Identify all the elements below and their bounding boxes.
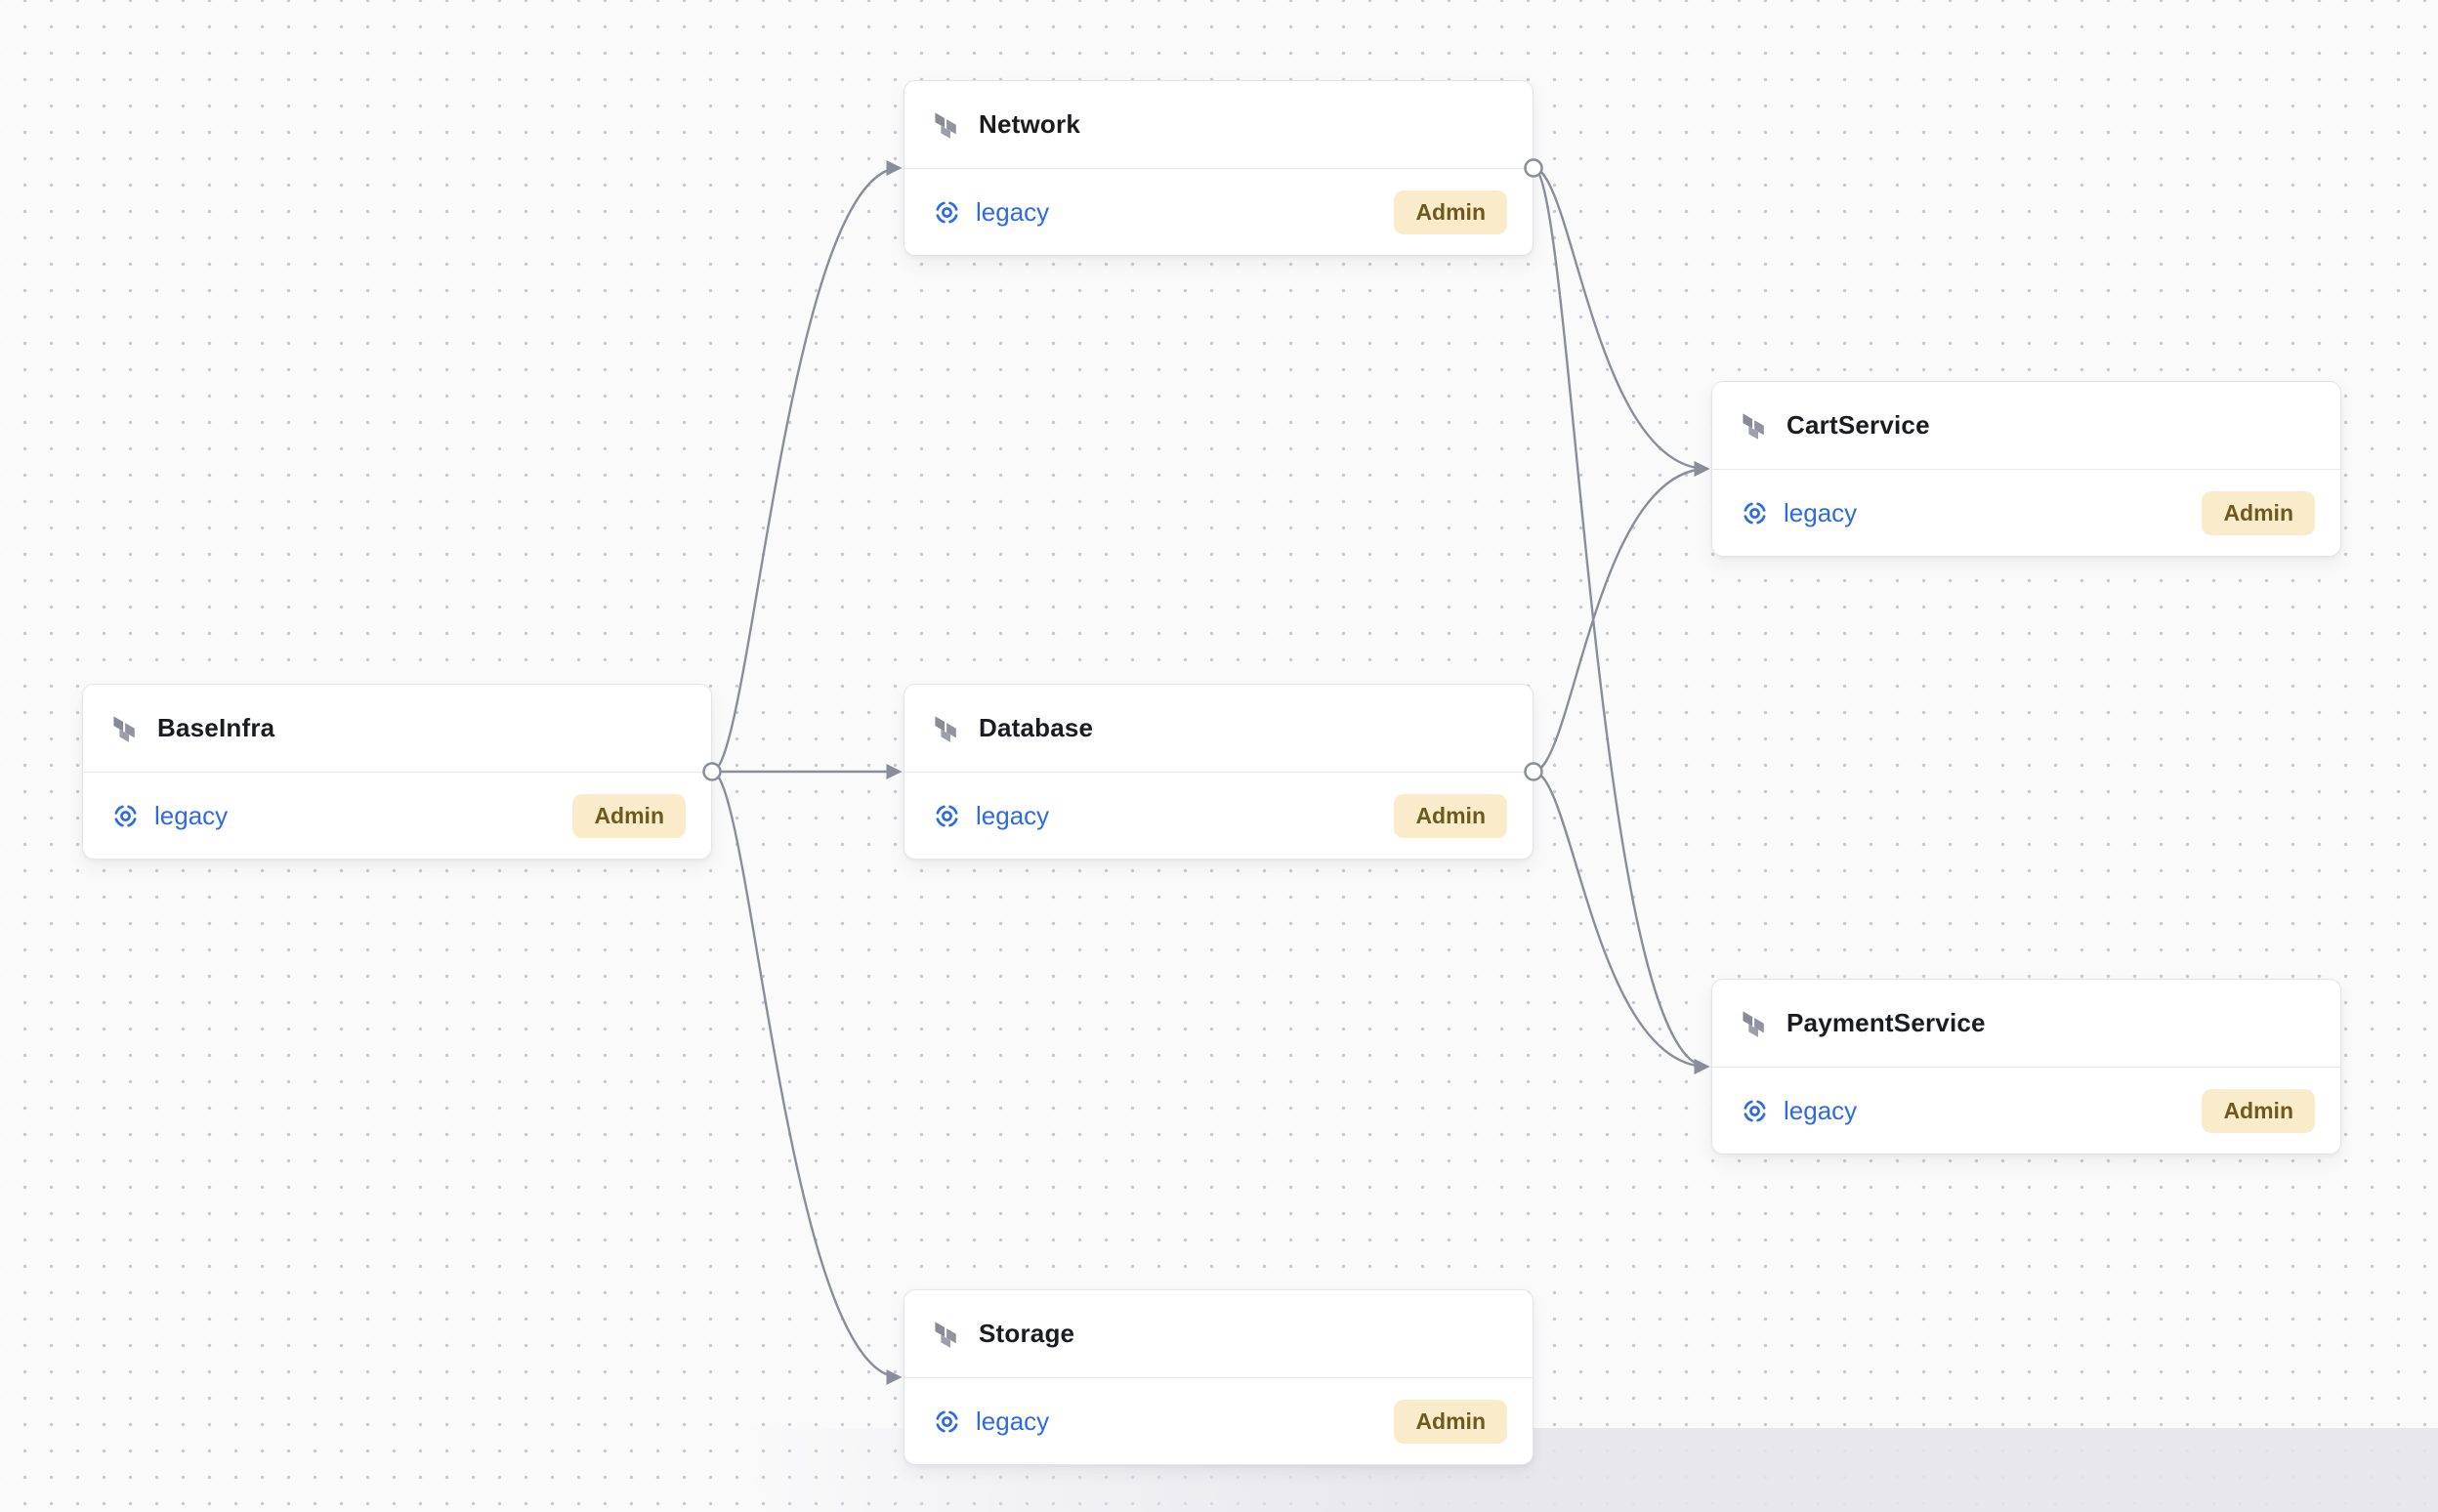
edge-network-to-cartservice[interactable] — [1533, 166, 1710, 477]
environment-icon — [936, 804, 958, 827]
role-badge: Admin — [1394, 793, 1507, 838]
workspace-node-body: legacy Admin — [904, 1378, 1533, 1464]
workspace-node-network[interactable]: Network legacy Admin — [904, 80, 1534, 256]
terraform-icon — [934, 714, 960, 742]
terraform-icon — [934, 110, 960, 139]
role-badge: Admin — [1394, 1399, 1507, 1444]
edge-database-to-paymentservice[interactable] — [1533, 770, 1710, 1074]
workspace-node-header: Database — [904, 685, 1533, 773]
workspace-title: CartService — [1786, 410, 1930, 440]
environment-icon — [114, 804, 137, 827]
workspace-title: PaymentService — [1786, 1008, 1986, 1037]
workspace-node-body: legacy Admin — [1712, 470, 2340, 556]
terraform-icon — [1742, 1009, 1768, 1037]
workspace-title: Database — [979, 713, 1094, 742]
workspace-title: Storage — [979, 1319, 1075, 1348]
environment-link[interactable]: legacy — [1742, 1096, 1857, 1126]
environment-link[interactable]: legacy — [934, 801, 1049, 831]
environment-link[interactable]: legacy — [112, 801, 228, 831]
role-badge: Admin — [2202, 490, 2315, 535]
workspace-node-database[interactable]: Database legacy Admin — [904, 684, 1534, 860]
environment-name: legacy — [976, 800, 1050, 830]
terraform-icon — [112, 714, 139, 742]
workspace-node-body: legacy Admin — [904, 773, 1533, 859]
workspace-node-cartservice[interactable]: CartService legacy Admin — [1711, 381, 2341, 557]
workspace-node-body: legacy Admin — [83, 773, 711, 859]
edge-network-to-paymentservice[interactable] — [1533, 166, 1710, 1074]
environment-icon — [1744, 1099, 1766, 1122]
edge-database-to-cartservice[interactable] — [1533, 461, 1710, 774]
environment-name: legacy — [1784, 1095, 1858, 1125]
workspace-title: Network — [979, 109, 1080, 139]
environment-icon — [936, 1409, 958, 1433]
workspace-node-header: Network — [904, 81, 1533, 169]
edge-baseinfra-to-network[interactable] — [711, 160, 903, 774]
workspace-node-body: legacy Admin — [1712, 1068, 2340, 1154]
terraform-icon — [1742, 411, 1768, 440]
environment-link[interactable]: legacy — [934, 1407, 1049, 1437]
workspace-node-header: PaymentService — [1712, 980, 2340, 1068]
environment-name: legacy — [154, 800, 229, 830]
workspace-node-baseinfra[interactable]: BaseInfra legacy Admin — [82, 684, 712, 860]
environment-link[interactable]: legacy — [934, 197, 1049, 228]
workspace-node-body: legacy Admin — [904, 169, 1533, 255]
terraform-icon — [934, 1320, 960, 1348]
workspace-title: BaseInfra — [157, 713, 275, 742]
workspace-node-storage[interactable]: Storage legacy Admin — [904, 1289, 1534, 1465]
environment-name: legacy — [976, 1406, 1050, 1436]
workspace-node-header: BaseInfra — [83, 685, 711, 773]
environment-icon — [936, 200, 958, 224]
role-badge: Admin — [2202, 1088, 2315, 1133]
environment-icon — [1744, 501, 1766, 525]
role-badge: Admin — [1394, 189, 1507, 234]
workspace-node-header: CartService — [1712, 382, 2340, 470]
edge-baseinfra-to-storage[interactable] — [711, 770, 903, 1385]
environment-link[interactable]: legacy — [1742, 498, 1857, 528]
environment-name: legacy — [976, 196, 1050, 227]
environment-name: legacy — [1784, 497, 1858, 527]
workspace-node-paymentservice[interactable]: PaymentService legacy Admin — [1711, 979, 2341, 1155]
workspace-node-header: Storage — [904, 1290, 1533, 1378]
role-badge: Admin — [572, 793, 686, 838]
